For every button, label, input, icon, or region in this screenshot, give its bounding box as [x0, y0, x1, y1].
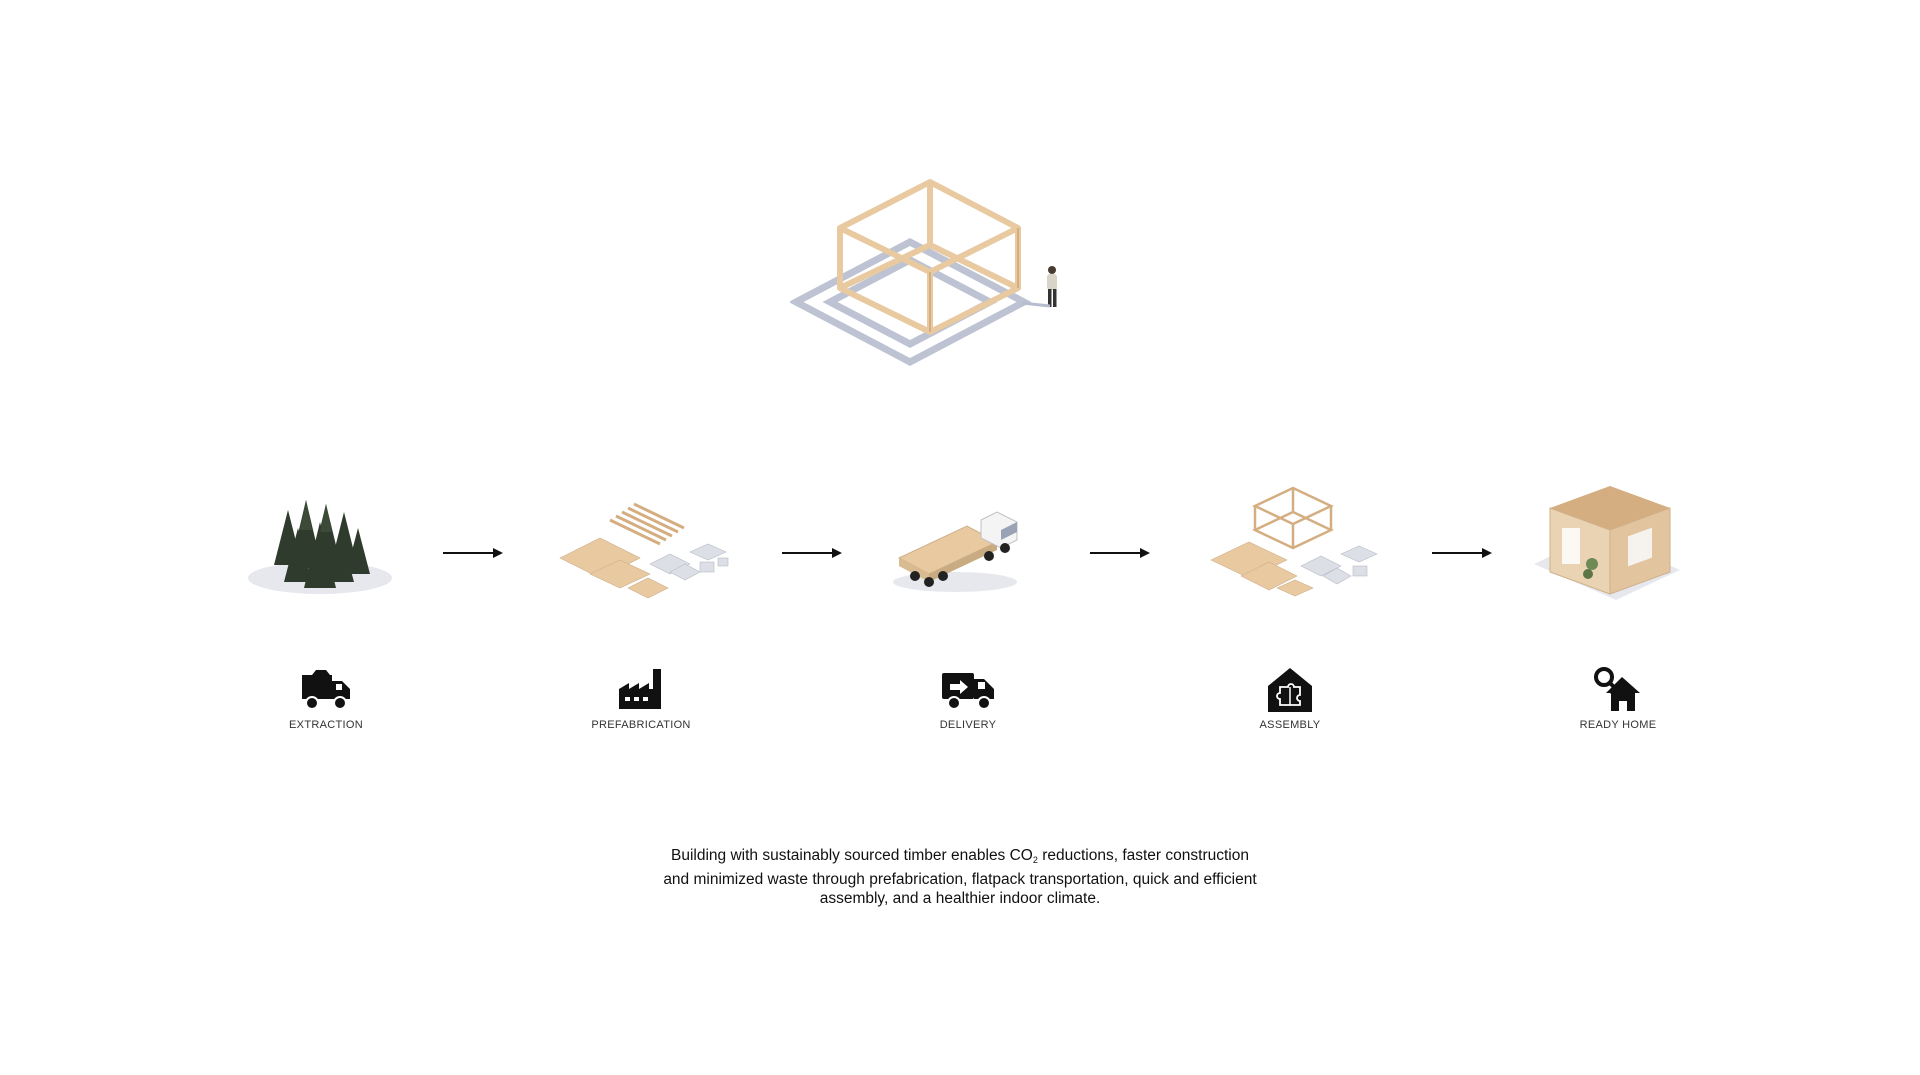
flow-arrow-1: [443, 548, 503, 558]
ready-home-illustration: [1534, 486, 1680, 600]
step-label: EXTRACTION: [289, 719, 363, 731]
house-key-icon: [1594, 667, 1640, 711]
forest-illustration: [248, 500, 392, 594]
step-delivery: DELIVERY: [868, 665, 1068, 731]
mining-truck-icon: [302, 670, 350, 710]
step-extraction: EXTRACTION: [226, 665, 426, 731]
step-label: DELIVERY: [939, 719, 997, 731]
step-assembly: ASSEMBLY: [1190, 665, 1390, 731]
step-label: ASSEMBLY: [1259, 719, 1321, 731]
flow-arrow-2: [782, 548, 842, 558]
assembly-illustration: [1210, 486, 1378, 597]
caption-line-3: assembly, and a healthier indoor climate…: [819, 890, 1101, 907]
caption-line-2: and minimized waste through prefabricati…: [663, 871, 1257, 888]
factory-icon: [619, 669, 661, 709]
truck-illustration: [893, 511, 1018, 592]
caption: Building with sustainably sourced timber…: [560, 846, 1360, 908]
prefab-parts-illustration: [559, 502, 729, 599]
person-figure: [1021, 266, 1057, 308]
delivery-van-icon: [942, 673, 994, 710]
step-prefabrication: PREFABRICATION: [541, 665, 741, 731]
flow-arrow-3: [1090, 548, 1150, 558]
step-ready-home: READY HOME: [1518, 665, 1718, 731]
step-label: READY HOME: [1579, 719, 1657, 731]
timber-frame-hero: [790, 179, 1057, 366]
flow-arrow-4: [1432, 548, 1492, 558]
puzzle-house-icon: [1268, 668, 1312, 712]
caption-line-1: Building with sustainably sourced timber…: [671, 847, 1249, 865]
step-label: PREFABRICATION: [591, 719, 691, 731]
frame-beams-shade: [929, 228, 1019, 332]
